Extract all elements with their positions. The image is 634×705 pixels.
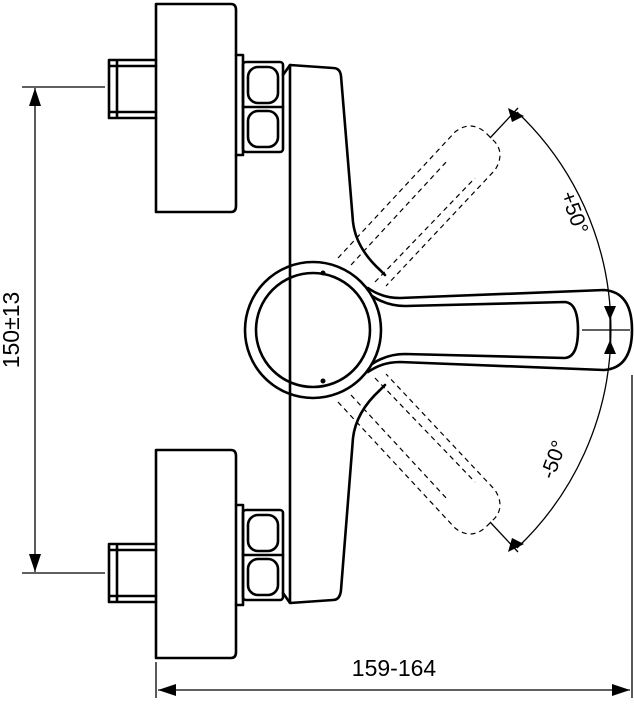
upper-connection xyxy=(107,2,285,214)
horizontal-dim-arrow-left xyxy=(158,684,176,696)
lever-handle xyxy=(366,286,634,374)
lever-base xyxy=(243,260,383,400)
lower-screw-dot xyxy=(320,378,326,384)
lower-angle-arrow xyxy=(508,538,524,552)
lower-cover-disc xyxy=(154,448,238,660)
horizontal-dim-label: 159-164 xyxy=(352,655,437,681)
upper-screw-dot xyxy=(320,270,326,276)
vertical-dim-label: 150±13 xyxy=(0,292,24,369)
vertical-dimension: 150±13 xyxy=(0,86,105,574)
lower-connection xyxy=(107,448,285,660)
lever-ghost-upper xyxy=(337,125,501,287)
upper-hex-nut xyxy=(241,60,285,154)
upper-cover-disc xyxy=(154,2,238,214)
lower-angle-label: -50° xyxy=(536,438,571,482)
lower-hex-nut xyxy=(241,508,285,602)
lever-base-outer xyxy=(243,260,383,400)
lower-pipe-stub xyxy=(107,542,158,604)
vertical-dim-arrow-bottom xyxy=(29,554,41,572)
vertical-dim-arrow-top xyxy=(29,88,41,106)
angle-dimension: +50° -50° xyxy=(489,107,630,553)
horizontal-dim-arrow-right xyxy=(612,684,630,696)
upper-pipe-stub xyxy=(107,58,158,120)
upper-angle-label: +50° xyxy=(556,188,593,237)
horizontal-dimension: 159-164 xyxy=(155,375,633,698)
upper-angle-arrow xyxy=(508,108,524,122)
mixer-body xyxy=(281,63,387,605)
lever-ghost-lower xyxy=(337,373,501,535)
lever-base-inner xyxy=(254,271,372,389)
